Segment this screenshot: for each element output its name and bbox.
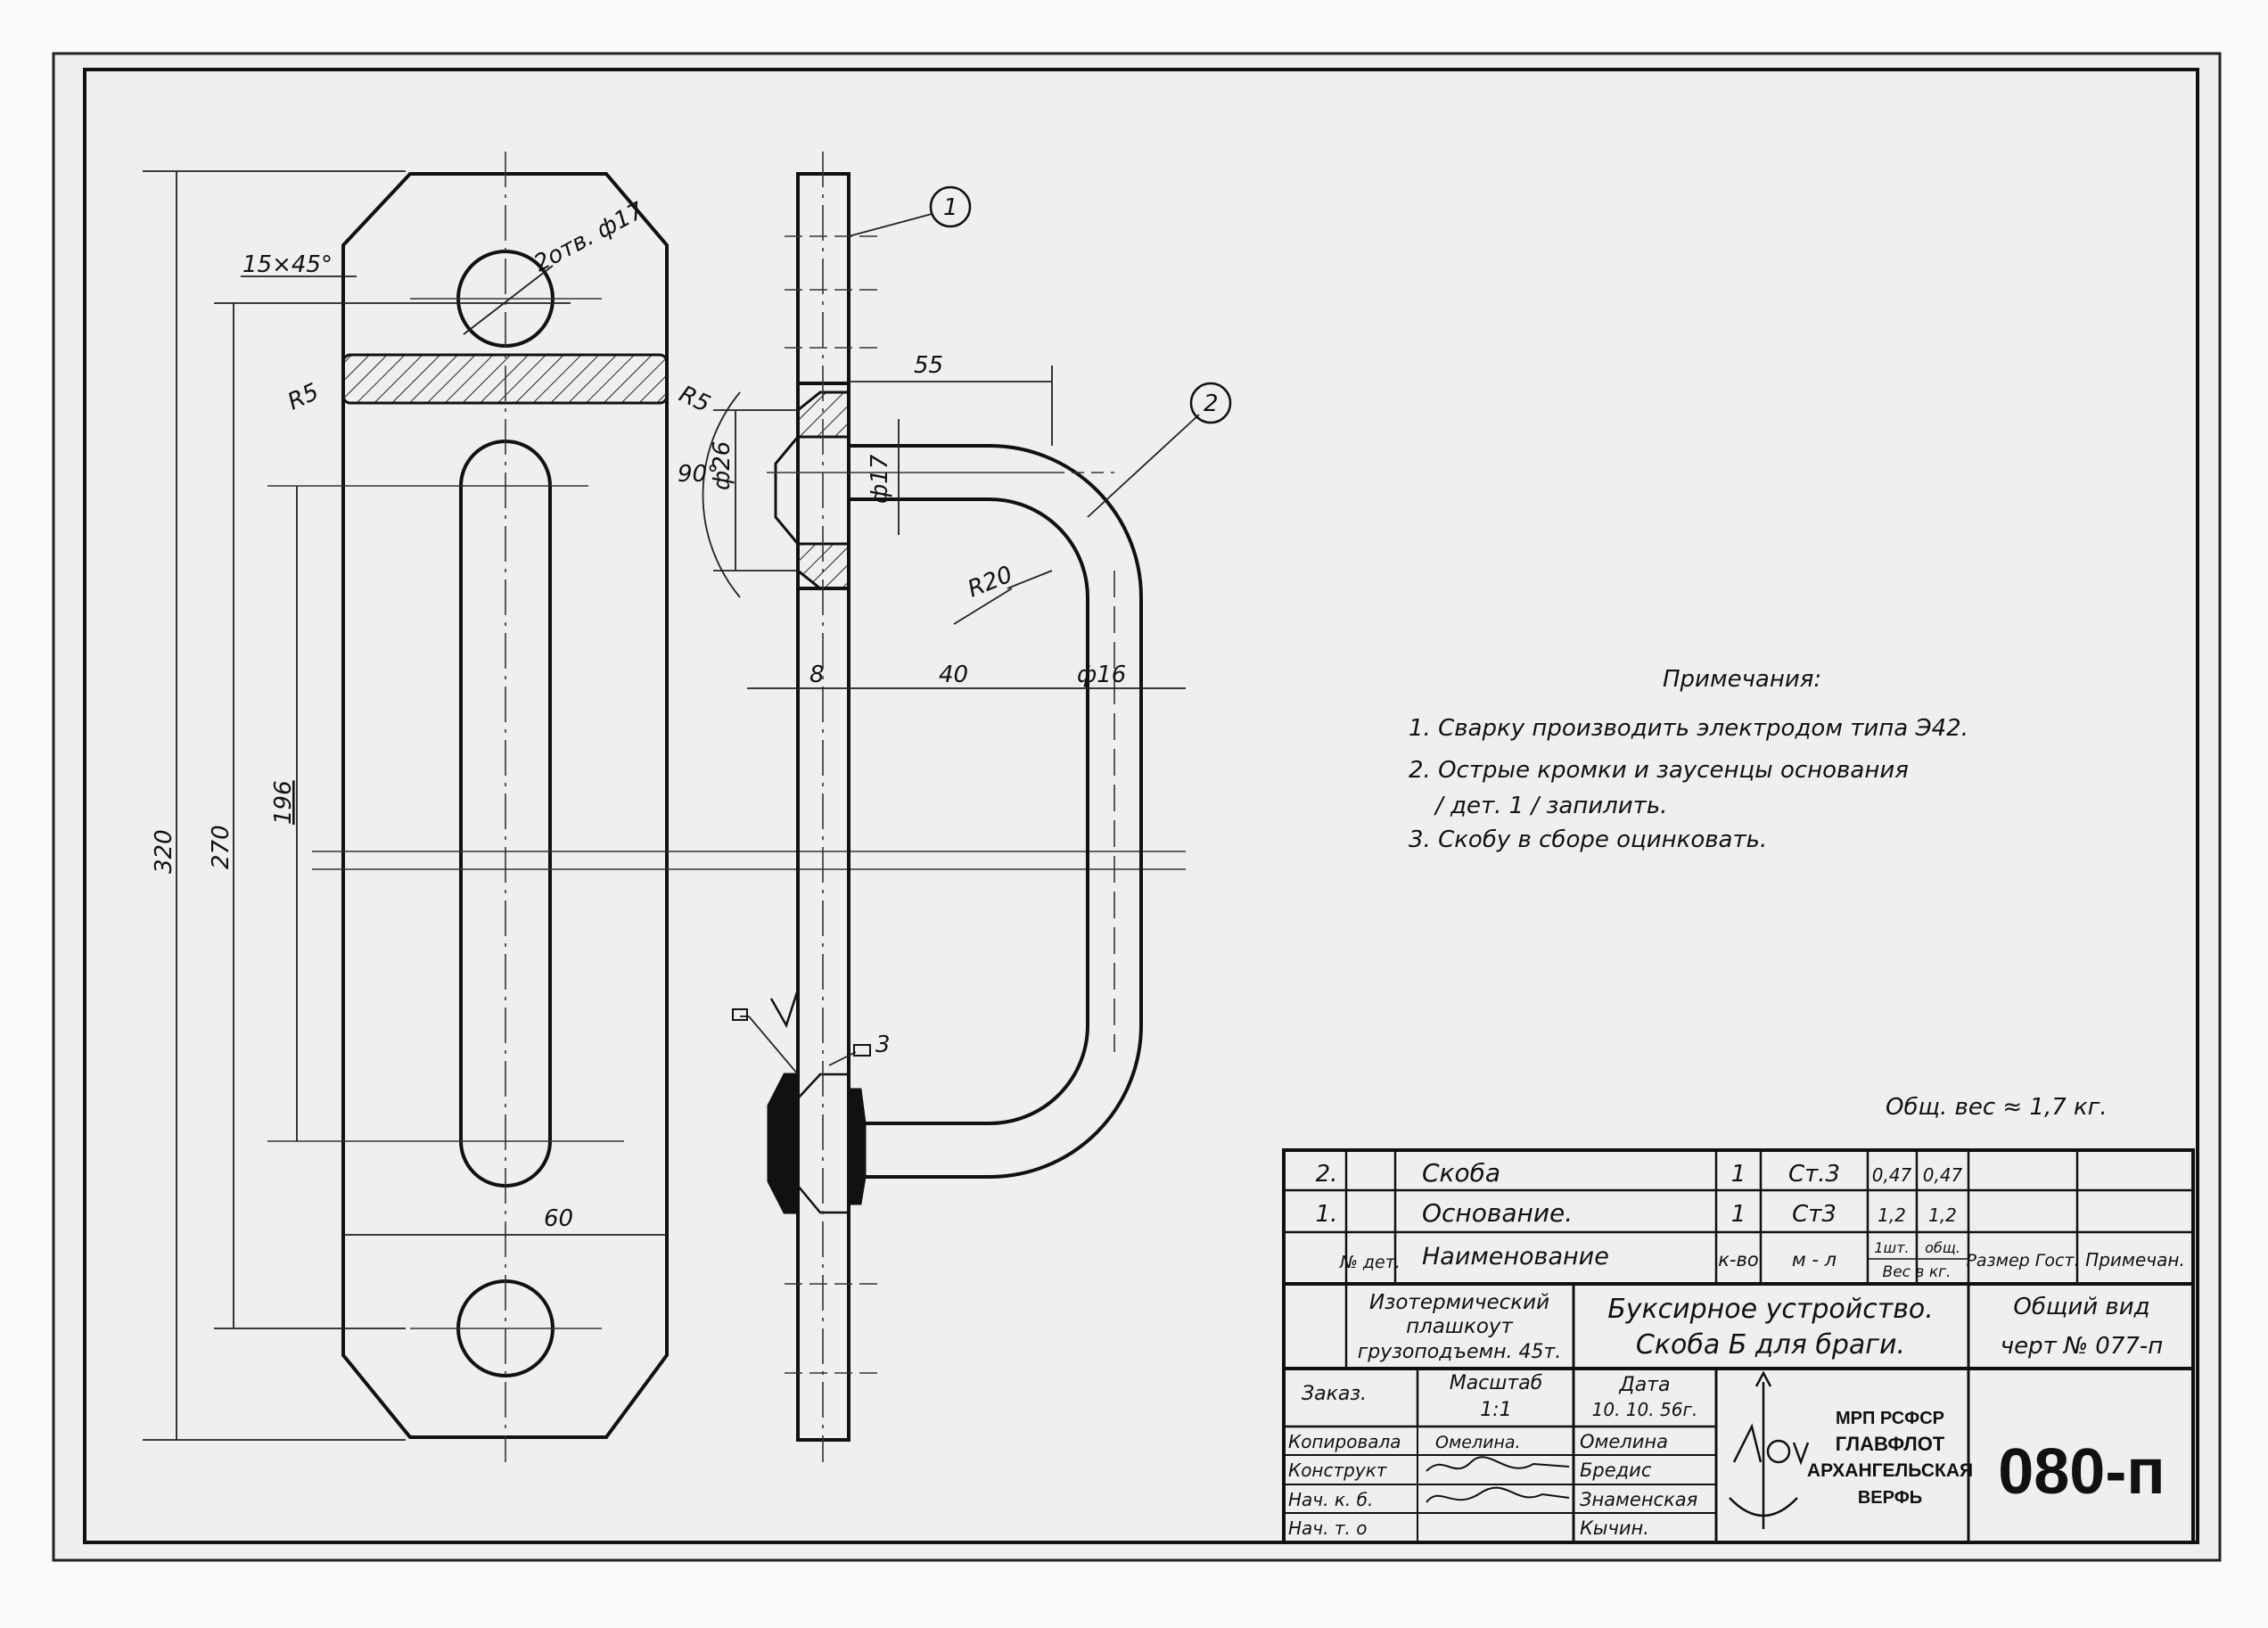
part-2-name: Скоба <box>1422 1158 1500 1188</box>
note-2a: 2. Острые кромки и заусенцы основания <box>1409 757 1909 784</box>
bracket-outer <box>849 444 1143 1179</box>
name-copied: Омелина <box>1580 1431 1668 1452</box>
role-designer: Конструкт <box>1288 1459 1388 1481</box>
side-centerlines <box>767 152 1115 1462</box>
project-line-2: плашкоут <box>1406 1315 1513 1338</box>
name-designer: Бредис <box>1580 1459 1652 1481</box>
base-plate-outline <box>341 172 669 1439</box>
header-num: № дет. <box>1339 1253 1401 1272</box>
drawing-number: 080-п <box>1998 1436 2165 1508</box>
callout-2-circle <box>1189 382 1232 424</box>
callout-1: 1 <box>943 194 958 221</box>
part-1-w1: 1,2 <box>1878 1205 1906 1226</box>
dim-196: 196 <box>270 780 297 825</box>
note-3: 3. Скобу в сборе оцинковать. <box>1409 826 1767 853</box>
chamfer-label: 15×45° <box>242 251 333 278</box>
part-1-num: 1. <box>1316 1201 1338 1228</box>
dim-60: 60 <box>544 1205 573 1232</box>
project-line-1: Изотермический <box>1369 1291 1549 1314</box>
org-line-4: ВЕРФЬ <box>1858 1488 1922 1508</box>
name-head-kb: Знаменская <box>1580 1489 1697 1510</box>
signature-head-kb <box>1426 1486 1570 1503</box>
title-block-text: Изотермический плашкоут грузоподъемн. 45… <box>1288 1291 2165 1539</box>
callout-2: 2 <box>1204 391 1219 417</box>
part-1-w2: 1,2 <box>1928 1205 1957 1226</box>
org-line-1: МРП РСФСР <box>1836 1409 1944 1428</box>
inner-frame <box>83 68 2199 1544</box>
dim-phi17: ф17 <box>867 454 893 504</box>
verf-logo <box>1729 1370 1810 1529</box>
header-material: м - л <box>1792 1249 1837 1270</box>
weld-right <box>847 1088 867 1205</box>
note-1: 1. Сварку производить электродом типа Э4… <box>1409 715 1968 742</box>
view-line-1: Общий вид <box>2013 1294 2149 1320</box>
part-2-w2: 0,47 <box>1923 1164 1963 1186</box>
dim-320: 320 <box>151 829 177 874</box>
parts-table: 2. Скоба 1 Ст.3 0,47 0,47 1. Основание. … <box>1316 1158 2185 1281</box>
dim-phi16: ф16 <box>1077 662 1126 688</box>
signature-designer <box>1426 1456 1570 1472</box>
part-1-name: Основание. <box>1422 1198 1573 1228</box>
front-dimensions <box>143 170 667 1441</box>
header-size: Размер Гост. <box>1966 1251 2079 1270</box>
weld-left <box>767 1073 800 1214</box>
dim-phi26: ф26 <box>709 441 735 490</box>
project-line-3: грузоподъемн. 45т. <box>1358 1341 1562 1363</box>
drawing-title-2: Скоба Б для браги. <box>1636 1329 1905 1361</box>
org-line-2: ГЛАВФЛОТ <box>1836 1433 1945 1455</box>
outer-frame <box>52 52 2222 1562</box>
notes-block: Примечания: 1. Сварку производить электр… <box>1409 666 2108 1121</box>
part-2-qty: 1 <box>1731 1161 1746 1188</box>
view-line-2: черт № 077-п <box>2001 1333 2164 1360</box>
dim-270: 270 <box>208 825 234 869</box>
org-line-3: АРХАНГЕЛЬСКАЯ <box>1807 1460 1973 1481</box>
dim-40: 40 <box>939 662 968 688</box>
dim-8: 8 <box>809 662 825 688</box>
note-2b: / дет. 1 / запилить. <box>1434 793 1667 819</box>
header-qty: к-во <box>1718 1249 1759 1270</box>
scale-label: Масштаб <box>1450 1372 1543 1394</box>
header-w2: общ. <box>1925 1239 1960 1256</box>
role-head-to: Нач. т. о <box>1288 1517 1367 1539</box>
name-head-to: Кычин. <box>1580 1517 1649 1539</box>
drawing-title-1: Буксирное устройство. <box>1607 1294 1934 1325</box>
date-label: Дата <box>1619 1374 1671 1396</box>
title-block <box>1282 1148 2195 1544</box>
angle-90: 90° <box>678 461 719 488</box>
role-copied: Копировала <box>1288 1431 1401 1452</box>
part-2-material: Ст.3 <box>1788 1161 1840 1188</box>
bracket-inner <box>849 497 1089 1125</box>
side-view <box>767 172 1143 1442</box>
weld-3-label: 3 <box>875 1032 891 1058</box>
part-2-num: 2. <box>1316 1161 1338 1188</box>
part-2-w1: 0,47 <box>1872 1164 1912 1186</box>
logo-text: АСВ <box>1743 1445 1781 1467</box>
header-weight: Вес в кг. <box>1883 1263 1952 1281</box>
notes-title: Примечания: <box>1663 666 1821 693</box>
header-note: Примечан. <box>2085 1249 2185 1270</box>
date-value: 10. 10. 56г. <box>1592 1399 1698 1420</box>
header-name: Наименование <box>1422 1243 1609 1270</box>
dim-55: 55 <box>914 352 943 379</box>
role-head-kb: Нач. к. б. <box>1288 1489 1373 1510</box>
callout-1-circle <box>929 185 972 228</box>
part-1-qty: 1 <box>1731 1201 1746 1228</box>
header-w1: 1шт. <box>1874 1239 1909 1256</box>
side-dimensions <box>702 213 1200 1075</box>
order-label: Заказ. <box>1302 1383 1367 1405</box>
sign-copied: Омелина. <box>1435 1433 1521 1452</box>
scale-value: 1:1 <box>1480 1399 1511 1421</box>
total-weight: Общ. вес ≈ 1,7 кг. <box>1886 1094 2108 1121</box>
part-1-material: Ст3 <box>1792 1201 1837 1228</box>
